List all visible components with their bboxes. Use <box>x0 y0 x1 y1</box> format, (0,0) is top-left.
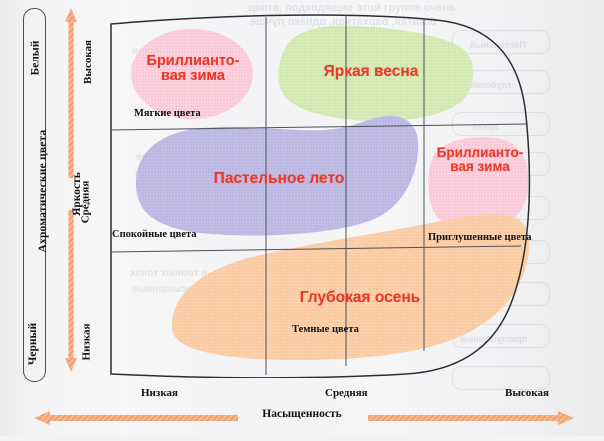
label-deep-autumn: Глубокая осень <box>299 289 421 306</box>
label-pastel-summer: Пастельное лето <box>213 170 345 187</box>
grid-hline-1 <box>110 123 527 131</box>
plot-grid <box>110 14 531 378</box>
saturation-tick-medium: Средняя <box>325 387 368 399</box>
plot-outer-boundary <box>110 14 531 378</box>
region-deep-autumn <box>172 214 530 361</box>
region-pastel-summer <box>136 115 419 236</box>
achromatic-black-label: Черный <box>27 322 40 366</box>
brightness-tick-high: Высокая <box>81 40 94 84</box>
achromatic-colors-label: Ахроматические цвета <box>37 129 49 253</box>
region-brilliant-winter-soft <box>131 29 253 119</box>
brightness-tick-low: Низкая <box>80 323 93 361</box>
sublabel-pastel-summer: Спокойные цвета <box>112 229 197 240</box>
label-brilliant-winter-soft: Бриллианто- вая зима <box>146 53 240 85</box>
saturation-axis: Низкая Средняя Высокая Насыщенность <box>0 386 604 436</box>
saturation-arrow-icon <box>34 411 574 425</box>
color-season-map: Бриллианто- вая зима Мягкие цвета Яркая … <box>106 6 536 378</box>
saturation-axis-label: Насыщенность <box>262 408 342 420</box>
brightness-arrow-icon <box>65 8 77 372</box>
grid-hline-2 <box>110 245 522 253</box>
sublabel-deep-autumn: Темные цвета <box>292 324 359 335</box>
label-bright-spring: Яркая весна <box>323 63 419 80</box>
achromatic-colors-bar: Ахроматические цвета <box>23 8 49 382</box>
brightness-axis: Яркость <box>58 0 88 400</box>
saturation-tick-high: Высокая <box>505 387 549 399</box>
sublabel-brilliant-winter-soft: Мягкие цвета <box>134 108 201 119</box>
achromatic-white-label: Белый <box>29 40 42 76</box>
saturation-tick-low: Низкая <box>141 387 178 399</box>
label-brilliant-winter-muted: Бриллианто- вая зима <box>436 145 524 175</box>
region-brilliant-winter-muted <box>428 137 529 231</box>
sublabel-brilliant-winter-muted: Приглушенные цвета <box>428 232 532 243</box>
brightness-tick-medium: Средняя <box>79 180 92 224</box>
